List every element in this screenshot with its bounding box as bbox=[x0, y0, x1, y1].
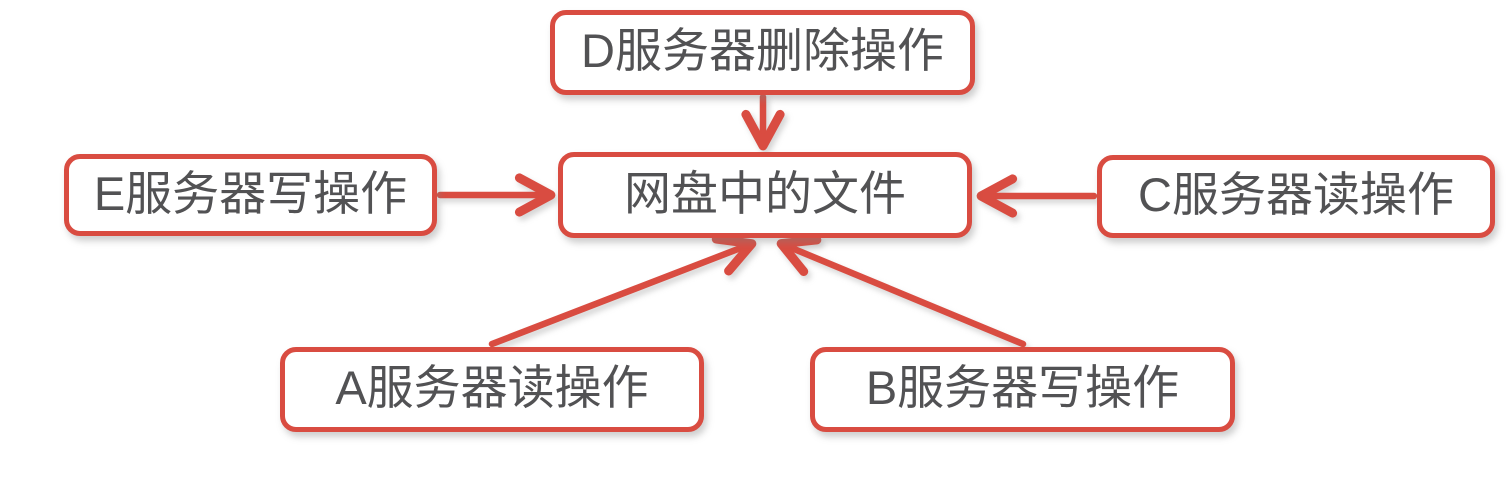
node-b-label: B服务器写操作 bbox=[865, 361, 1180, 414]
node-center-label: 网盘中的文件 bbox=[624, 166, 906, 220]
node-d-server-delete: D服务器删除操作 bbox=[550, 10, 975, 95]
node-d-label: D服务器删除操作 bbox=[581, 24, 944, 77]
edge-b-to-center bbox=[776, 235, 1027, 348]
edge-a-to-center bbox=[488, 234, 757, 348]
node-e-server-write: E服务器写操作 bbox=[64, 154, 437, 236]
node-netdisk-file: 网盘中的文件 bbox=[558, 152, 972, 238]
node-c-label: C服务器读操作 bbox=[1138, 168, 1454, 221]
node-b-server-write: B服务器写操作 bbox=[810, 347, 1235, 432]
node-a-label: A服务器读操作 bbox=[335, 361, 649, 414]
node-e-label: E服务器写操作 bbox=[93, 166, 408, 220]
node-c-server-read: C服务器读操作 bbox=[1097, 155, 1495, 238]
node-a-server-read: A服务器读操作 bbox=[280, 347, 704, 432]
